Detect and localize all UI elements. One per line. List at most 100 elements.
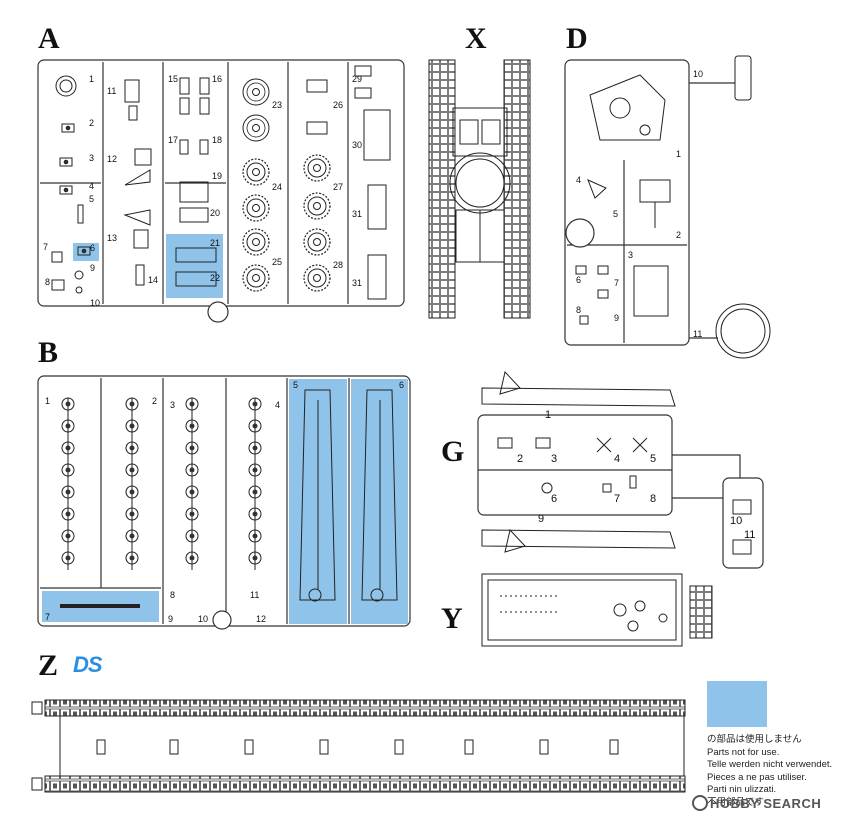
part-label-d3: 3	[628, 250, 633, 260]
legend-line-cn: 不用部品です	[707, 796, 765, 808]
sprue-d-parts	[575, 55, 771, 359]
part-label-a22: 22	[210, 273, 220, 283]
plate-y	[481, 573, 713, 647]
part-label-b9: 9	[168, 614, 173, 624]
part-label-a12: 12	[107, 154, 117, 164]
unused-parts-a21-a22	[166, 234, 223, 298]
part-label-g2: 2	[517, 453, 523, 465]
part-label-b6: 6	[399, 380, 404, 390]
legend-line-it: Parti nin ulizzati.	[707, 784, 777, 795]
sprue-a-parts	[51, 65, 391, 300]
part-label-d5: 5	[613, 209, 618, 219]
part-label-b1: 1	[45, 396, 50, 406]
sprue-b	[37, 375, 411, 630]
part-label-d2: 2	[676, 230, 681, 240]
sprue-g	[477, 414, 764, 569]
part-label-b2: 2	[152, 396, 157, 406]
part-label-a9: 9	[90, 263, 95, 273]
part-label-a19: 19	[212, 171, 222, 181]
part-label-a17: 17	[168, 135, 178, 145]
sprue-letter-x: X	[465, 22, 487, 55]
sprue-letter-a: A	[38, 22, 60, 55]
legend-line-en: Parts not for use.	[707, 746, 780, 758]
part-label-d1: 1	[676, 149, 681, 159]
part-label-a4: 4	[89, 181, 94, 191]
part-label-a25: 25	[272, 257, 282, 267]
part-label-g3: 3	[551, 453, 557, 465]
part-label-g4: 4	[614, 453, 620, 465]
sprue-letter-z: Z	[38, 649, 59, 682]
watermark-text: HOBBY SEARCH	[710, 796, 822, 811]
part-label-a1: 1	[89, 74, 94, 84]
part-label-a31b: 31	[352, 278, 362, 288]
part-label-a15: 15	[168, 74, 178, 84]
hull-x	[428, 59, 531, 319]
part-label-a18: 18	[212, 135, 222, 145]
part-label-b4: 4	[275, 400, 280, 410]
part-label-b11: 11	[250, 590, 259, 600]
part-label-a7: 7	[43, 242, 48, 252]
sprue-b-wheels	[61, 397, 262, 565]
part-label-a29: 29	[352, 74, 362, 84]
sprue-g-parts	[481, 370, 752, 555]
part-label-g10: 10	[730, 515, 742, 527]
part-label-a13: 13	[107, 233, 117, 243]
sprue-d	[564, 59, 735, 346]
sprue-g-labels: 1 2 3 4 5 6 7 8 9 10 11	[517, 409, 755, 541]
search-logo-icon	[692, 795, 708, 811]
sprue-b-labels: 1 2 3 4 5 6 7 8 9 10 11 12	[45, 380, 404, 624]
part-label-g9: 9	[538, 513, 544, 525]
part-label-a11: 11	[107, 86, 116, 96]
part-label-a14: 14	[148, 275, 158, 285]
part-label-a3: 3	[89, 153, 94, 163]
part-label-d4: 4	[576, 175, 581, 185]
sprue-b-parts	[60, 389, 398, 608]
part-label-a23: 23	[272, 100, 282, 110]
part-label-d11: 11	[693, 329, 702, 339]
part-label-b8: 8	[170, 590, 175, 600]
sprue-letter-b: B	[38, 336, 59, 369]
part-label-b10: 10	[198, 614, 208, 624]
part-label-d9: 9	[614, 313, 619, 323]
sprue-letter-y: Y	[441, 602, 463, 635]
sprue-a-labels: 1 2 3 4 5 6 7 8 9 10 11 12 13 14 15 16 1…	[43, 74, 362, 308]
tracks-z	[31, 699, 686, 793]
part-label-a27: 27	[333, 182, 343, 192]
part-label-a31: 31	[352, 209, 362, 219]
legend-line-jp: の部品は使用しません	[707, 734, 802, 745]
part-label-g5: 5	[650, 453, 656, 465]
part-label-a30: 30	[352, 140, 362, 150]
part-label-b3: 3	[170, 400, 175, 410]
part-label-a21: 21	[210, 238, 220, 248]
part-label-g8: 8	[650, 493, 656, 505]
unused-parts-legend-swatch	[707, 681, 767, 727]
sprue-letter-d: D	[566, 22, 588, 55]
part-label-a16: 16	[212, 74, 222, 84]
part-label-b5: 5	[293, 380, 298, 390]
unused-parts-legend: の部品は使用しません Parts not for use. Telle werd…	[707, 734, 832, 809]
sprue-d-labels: 1 2 3 4 5 6 7 8 9 10 11	[576, 69, 703, 339]
part-label-a5: 5	[89, 194, 94, 204]
part-label-d10: 10	[693, 69, 703, 79]
legend-line-de: Telle werden nicht verwendet.	[707, 759, 833, 770]
part-label-d6: 6	[576, 275, 581, 285]
part-label-g6: 6	[551, 493, 557, 505]
part-label-g11: 11	[744, 529, 755, 541]
part-label-a8: 8	[45, 277, 50, 287]
watermark: HOBBY SEARCH	[692, 795, 821, 811]
part-label-d8: 8	[576, 305, 581, 315]
part-label-d7: 7	[614, 278, 619, 288]
tracks-z-gates	[96, 739, 619, 755]
part-label-a2: 2	[89, 118, 94, 128]
legend-line-fr: Pieces a ne pas utiliser.	[707, 771, 807, 783]
part-label-b12: 12	[256, 614, 266, 624]
part-label-a10: 10	[90, 298, 100, 308]
sprue-letter-g: G	[441, 435, 465, 468]
part-label-a28: 28	[333, 260, 343, 270]
part-label-b7: 7	[45, 612, 50, 622]
part-label-a20: 20	[210, 208, 220, 218]
part-label-g1: 1	[545, 409, 551, 421]
part-label-a26: 26	[333, 100, 343, 110]
sprue-a	[37, 59, 405, 323]
